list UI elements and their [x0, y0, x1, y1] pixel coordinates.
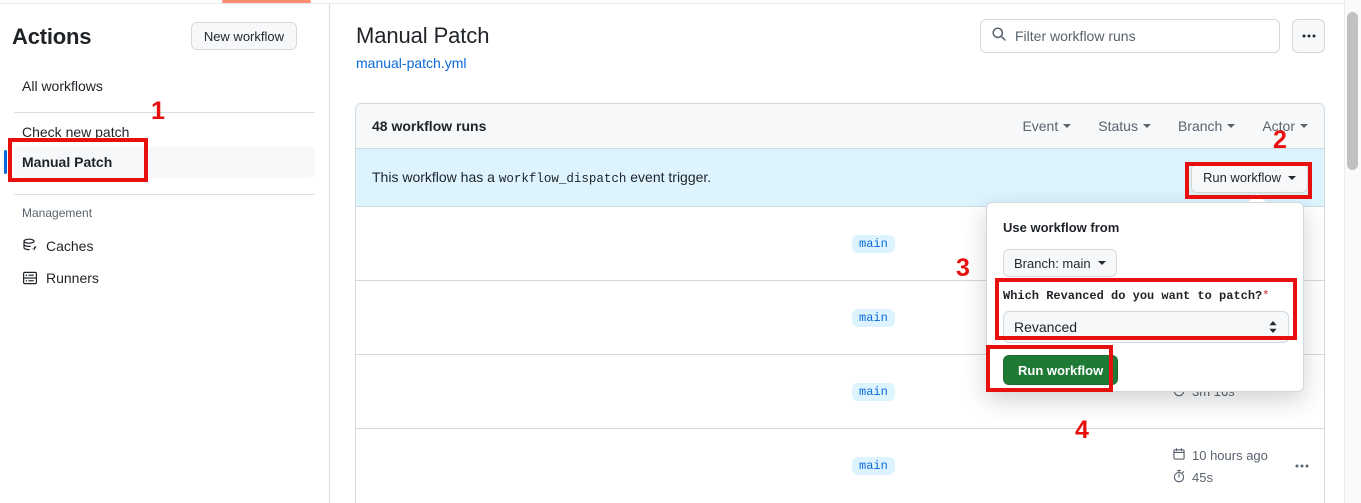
- new-workflow-button[interactable]: New workflow: [190, 22, 297, 50]
- sidebar-item-caches-wrap: Caches: [0, 230, 329, 262]
- sidebar-item-runners-wrap: Runners: [0, 262, 329, 294]
- sidebar-management-heading-wrap: Management: [0, 202, 329, 222]
- branch-select-label: Branch: main: [1014, 255, 1091, 271]
- run-workflow-dropdown-button[interactable]: Run workflow: [1190, 162, 1308, 193]
- dispatch-text-after: event trigger.: [630, 169, 712, 185]
- page-kebab-menu-button[interactable]: [1292, 19, 1325, 53]
- use-workflow-from-label: Use workflow from: [1003, 220, 1120, 235]
- search-icon: [991, 26, 1007, 47]
- kebab-horizontal-icon: [1295, 464, 1309, 468]
- dispatch-banner-text: This workflow has a workflow_dispatch ev…: [372, 169, 711, 186]
- branch-badge[interactable]: main: [852, 382, 895, 401]
- sidebar-item-label: Manual Patch: [22, 154, 113, 170]
- filter-event[interactable]: Event: [1022, 118, 1072, 134]
- server-icon: [22, 270, 38, 286]
- run-workflow-popover: Use workflow from Branch: main Which Rev…: [986, 202, 1304, 392]
- workflow-runs-filters: Event Status Branch Actor: [1022, 118, 1308, 134]
- sidebar-header: Actions New workflow: [12, 22, 313, 58]
- required-marker: *: [1262, 289, 1270, 303]
- chevron-down-icon: [1300, 124, 1308, 128]
- sidebar-management-heading: Management: [22, 206, 93, 220]
- page-scrollbar-thumb[interactable]: [1347, 12, 1358, 170]
- submit-run-workflow-label: Run workflow: [1018, 362, 1104, 378]
- workflow-input-label: Which Revanced do you want to patch?*: [1003, 289, 1269, 303]
- filter-actor[interactable]: Actor: [1262, 118, 1308, 134]
- chevron-down-icon: [1142, 124, 1151, 128]
- filter-branch[interactable]: Branch: [1177, 118, 1236, 134]
- sidebar-item-manual-patch[interactable]: Manual Patch: [4, 146, 315, 178]
- table-row[interactable]: main: [356, 207, 1324, 281]
- run-meta: 10 hours ago 45s: [1172, 447, 1268, 486]
- sidebar-item-label: All workflows: [22, 78, 103, 94]
- sidebar-item-check-new-patch-wrap: Check new patch: [0, 116, 329, 148]
- stopwatch-icon: [1172, 469, 1186, 486]
- popover-arrow: [1248, 193, 1266, 202]
- chevron-down-icon: [1227, 124, 1236, 128]
- revanced-select-value: Revanced: [1014, 319, 1078, 335]
- search-input[interactable]: [1015, 28, 1269, 44]
- filter-status[interactable]: Status: [1098, 118, 1151, 134]
- table-row[interactable]: main 10 hours ago: [356, 429, 1324, 503]
- sidebar-item-label: Caches: [46, 238, 94, 254]
- run-duration-text: 45s: [1192, 469, 1213, 485]
- workflow-input-label-text: Which Revanced do you want to patch?: [1003, 289, 1263, 303]
- submit-run-workflow-button[interactable]: Run workflow: [1003, 355, 1119, 385]
- kebab-horizontal-icon: [1302, 34, 1315, 38]
- dispatch-text-before: This workflow has a: [372, 169, 495, 185]
- select-arrows-icon: [1268, 320, 1278, 334]
- new-workflow-label: New workflow: [203, 28, 284, 44]
- workflow-file-link[interactable]: manual-patch.yml: [356, 55, 467, 71]
- sidebar-item-caches[interactable]: Caches: [14, 230, 315, 262]
- sidebar-item-runners[interactable]: Runners: [14, 262, 315, 294]
- main-content: Manual Patch manual-patch.yml 48 workflo…: [331, 4, 1344, 503]
- sidebar-item-manual-patch-wrap: Manual Patch: [0, 146, 329, 178]
- workflow-runs-count: 48 workflow runs: [372, 118, 487, 134]
- sidebar-item-check-new-patch[interactable]: Check new patch: [14, 116, 315, 148]
- workflow-dispatch-banner: This workflow has a workflow_dispatch ev…: [356, 149, 1324, 207]
- filter-event-label: Event: [1022, 118, 1059, 134]
- sidebar-item-label: Check new patch: [22, 124, 130, 140]
- branch-badge[interactable]: main: [852, 457, 895, 475]
- run-timestamp-text: 10 hours ago: [1192, 447, 1268, 463]
- run-duration: 45s: [1172, 469, 1268, 486]
- sidebar-item-all-workflows-wrap: All workflows: [0, 70, 329, 102]
- branch-badge[interactable]: main: [852, 308, 895, 327]
- chevron-down-icon: [1097, 261, 1106, 265]
- branch-badge[interactable]: main: [852, 234, 895, 253]
- sidebar-title: Actions: [12, 24, 92, 49]
- branch-select-button[interactable]: Branch: main: [1003, 249, 1117, 277]
- header-divider: [0, 3, 1344, 4]
- active-tab-underline: [222, 0, 311, 3]
- run-workflow-button-label: Run workflow: [1202, 170, 1281, 185]
- run-timestamp: 10 hours ago: [1172, 447, 1268, 464]
- sidebar-item-label: Runners: [46, 270, 99, 286]
- database-lightning-icon: [22, 238, 38, 254]
- table-row[interactable]: main: [356, 281, 1324, 355]
- filter-actor-label: Actor: [1262, 118, 1295, 134]
- row-kebab-menu-button[interactable]: [1294, 458, 1310, 474]
- revanced-select[interactable]: Revanced: [1003, 311, 1289, 343]
- chevron-down-icon: [1288, 175, 1296, 180]
- chevron-down-icon: [1063, 124, 1072, 128]
- sidebar-item-all-workflows[interactable]: All workflows: [14, 70, 315, 102]
- filter-status-label: Status: [1098, 118, 1138, 134]
- workflow-runs-header: 48 workflow runs Event Status Branch: [356, 104, 1324, 149]
- actions-sidebar: Actions New workflow All workflows Check…: [0, 4, 330, 503]
- sidebar-divider-2: [14, 194, 315, 195]
- filter-workflow-runs-box[interactable]: [980, 19, 1280, 53]
- page-scrollbar-track[interactable]: [1344, 0, 1361, 503]
- filter-branch-label: Branch: [1177, 118, 1223, 134]
- dispatch-event-code: workflow_dispatch: [498, 172, 627, 186]
- sidebar-divider-1: [14, 112, 315, 113]
- page-title: Manual Patch: [356, 23, 490, 48]
- calendar-icon: [1172, 447, 1186, 464]
